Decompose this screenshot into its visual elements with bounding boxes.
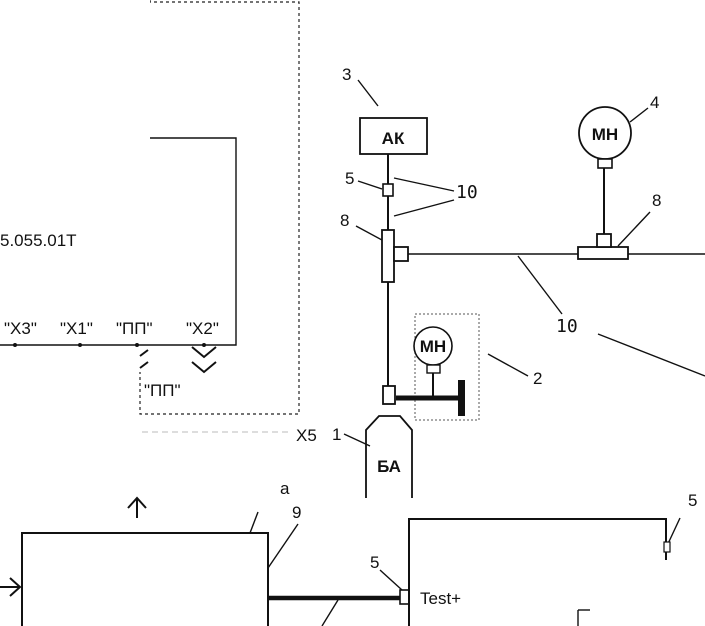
reducer-knob [458, 380, 465, 416]
leader-2 [487, 353, 529, 377]
tee-fitting-right [577, 246, 629, 260]
leader-9-upper [249, 511, 259, 534]
callout-10-top: 10 [456, 182, 478, 203]
device-dashed-outline [139, 0, 300, 415]
callout-2: 2 [533, 369, 542, 388]
terminal-x3: "Х3" [4, 319, 37, 338]
reducer-group-outline [414, 313, 480, 421]
gas-cylinder-label: БА [377, 457, 401, 476]
callout-1: 1 [332, 425, 341, 444]
leader-10-right-a [517, 255, 563, 315]
terminal-pp-lower: "ПП" [144, 381, 181, 400]
callout-5-test: 5 [370, 553, 379, 572]
tee-fitting-right-branch [596, 233, 612, 248]
cylinder-valve [382, 385, 396, 405]
arrow-right-icon [0, 577, 22, 597]
leader-9-lower [267, 523, 299, 569]
double-chevron-down-icon [191, 346, 217, 374]
tee-fitting-left [381, 229, 395, 283]
chevron-partial-icon [139, 349, 149, 369]
manometer-4-stem [597, 158, 613, 169]
terminal-test: Test+ [420, 589, 461, 608]
callout-5-top: 5 [345, 169, 354, 188]
terminal-pp: "ПП" [116, 319, 153, 338]
lower-device-outline [21, 532, 269, 626]
leader-4 [629, 107, 649, 123]
right-cutout-mask [582, 560, 702, 626]
leader-5-test [379, 569, 403, 591]
callout-4: 4 [650, 93, 659, 112]
leader-5-top [357, 180, 383, 190]
callout-8-right: 8 [652, 191, 661, 210]
leader-1 [343, 433, 371, 447]
leader-8-right [617, 211, 651, 247]
manometer-4-label: МН [592, 125, 618, 144]
callout-10-right: 10 [556, 316, 578, 337]
callout-5-right: 5 [688, 491, 697, 510]
callout-x5-fragment: Х5 [296, 426, 317, 445]
terminal-dots [13, 343, 206, 347]
leader-10-b [393, 199, 455, 217]
terminal-x1: "Х1" [60, 319, 93, 338]
leader-8-left [355, 225, 383, 241]
test-cable-leader [321, 599, 339, 626]
callout-3: 3 [342, 65, 351, 84]
leader-10-right-b [597, 333, 705, 377]
test-connector [399, 589, 410, 605]
right-connector [663, 541, 671, 553]
callout-9: 9 [292, 503, 301, 522]
leader-10-a [393, 177, 455, 192]
connector-5-top [382, 183, 394, 197]
ak-unit-label: АК [382, 129, 405, 148]
arrow-up-icon [127, 496, 147, 518]
partial-device-code: 5.055.01Т [0, 231, 77, 250]
manometer-2-label: МН [420, 337, 446, 356]
callout-8-left: 8 [340, 211, 349, 230]
gas-cylinder-body [365, 415, 413, 498]
leader-3 [357, 79, 379, 107]
ak-unit-box [359, 117, 428, 155]
tee-fitting-left-branch [393, 246, 409, 262]
cutout-mask [0, 0, 150, 242]
manometer-2-stem [426, 364, 441, 374]
terminal-x2: "Х2" [186, 319, 219, 338]
fragment-letter: а [280, 479, 290, 498]
